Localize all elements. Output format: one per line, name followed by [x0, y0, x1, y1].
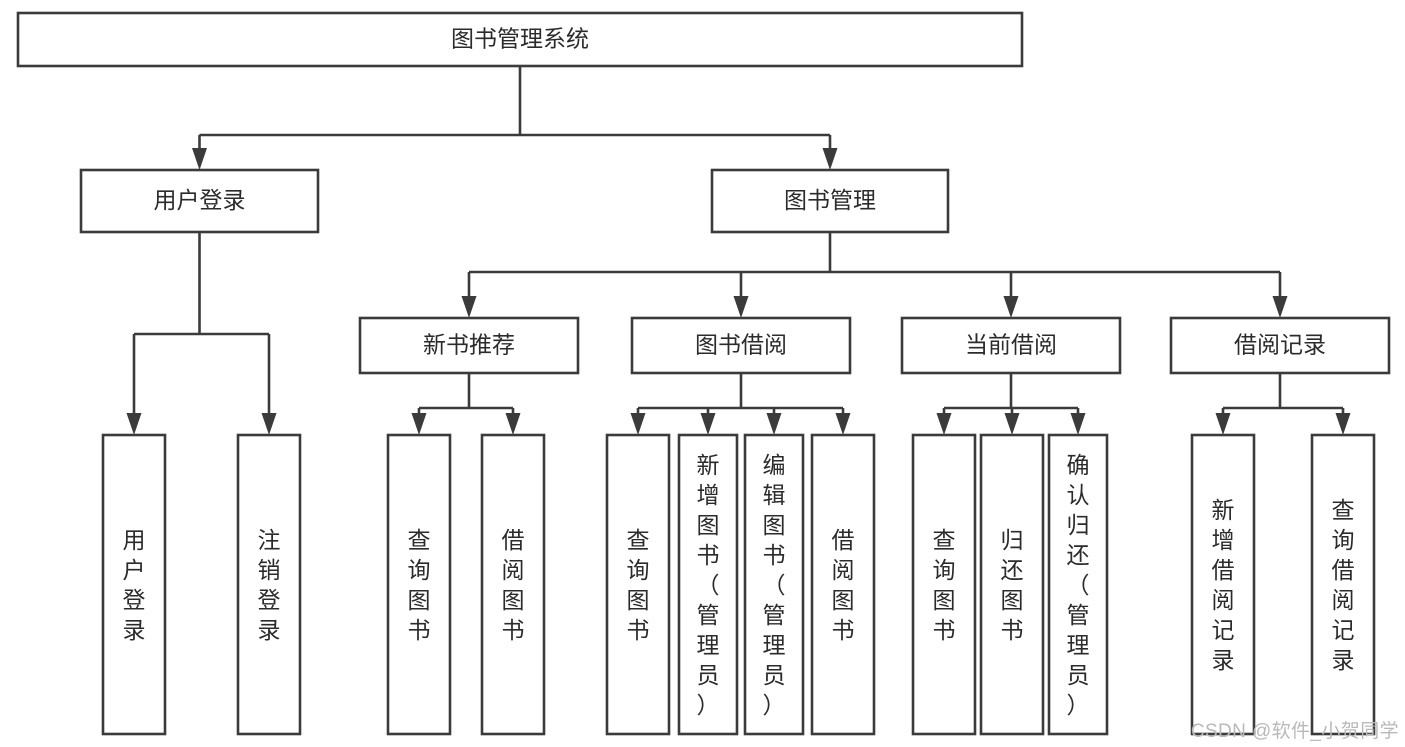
- node-book-borrow[interactable]: 图书借阅: [630, 316, 852, 375]
- node-label-leaf-return-book: 归还图书: [1001, 527, 1024, 643]
- node-box-leaf-borrow-book-rec: [480, 433, 546, 736]
- node-leaf-borrow-book[interactable]: 借阅图书: [810, 433, 876, 736]
- node-leaf-query-book-rec[interactable]: 查询图书: [386, 433, 452, 736]
- csdn-watermark: CSDN @软件_小贺同学: [1190, 721, 1399, 742]
- node-box-user-login: [79, 168, 320, 234]
- node-leaf-query-record[interactable]: 查询借阅记录: [1310, 433, 1376, 736]
- arrow-head-leaf-borrow-book: [835, 413, 851, 435]
- arrow-head-leaf-borrow-book-rec: [505, 413, 521, 435]
- arrow-head-leaf-logout: [261, 413, 277, 435]
- node-leaf-user-login[interactable]: 用户登录: [101, 433, 167, 736]
- connectors-layer: [126, 66, 1351, 435]
- node-box-borrow-record: [1169, 316, 1391, 375]
- node-label-leaf-add-book: 新增图书（管理员）: [697, 452, 720, 718]
- node-box-root: [16, 11, 1024, 68]
- arrow-head-leaf-user-login: [126, 413, 142, 435]
- node-leaf-edit-book[interactable]: 编辑图书（管理员）: [743, 433, 805, 736]
- node-label-borrow-record: 借阅记录: [1234, 332, 1326, 358]
- node-leaf-confirm-return[interactable]: 确认归还（管理员）: [1047, 433, 1109, 736]
- node-user-login[interactable]: 用户登录: [79, 168, 320, 234]
- arrow-head-leaf-confirm-return: [1070, 413, 1086, 435]
- node-box-leaf-query-book-cur: [911, 433, 977, 736]
- node-label-leaf-borrow-book: 借阅图书: [832, 527, 855, 643]
- node-box-leaf-user-login: [101, 433, 167, 736]
- nodes-layer: 图书管理系统用户登录图书管理新书推荐图书借阅当前借阅借阅记录用户登录注销登录查询…: [16, 11, 1391, 736]
- node-label-book-manage: 图书管理: [784, 187, 876, 213]
- node-box-leaf-query-book-borrow: [605, 433, 671, 736]
- node-box-book-manage: [710, 168, 950, 234]
- node-box-current-borrow: [900, 316, 1122, 375]
- arrow-head-borrow-record: [1272, 296, 1288, 318]
- node-label-leaf-confirm-return: 确认归还（管理员）: [1067, 452, 1090, 718]
- arrow-head-leaf-query-book-cur: [936, 413, 952, 435]
- node-box-leaf-borrow-book: [810, 433, 876, 736]
- node-leaf-add-record[interactable]: 新增借阅记录: [1190, 433, 1256, 736]
- node-leaf-query-book-cur[interactable]: 查询图书: [911, 433, 977, 736]
- node-leaf-borrow-book-rec[interactable]: 借阅图书: [480, 433, 546, 736]
- node-box-leaf-return-book: [979, 433, 1045, 736]
- node-label-leaf-query-book-borrow: 查询图书: [627, 527, 650, 643]
- node-label-leaf-add-record: 新增借阅记录: [1212, 497, 1235, 673]
- arrow-head-user-login: [192, 148, 207, 170]
- node-box-leaf-add-record: [1190, 433, 1256, 736]
- arrow-head-book-manage: [822, 148, 838, 170]
- arrow-head-leaf-query-record: [1335, 413, 1351, 435]
- node-label-new-book-rec: 新书推荐: [423, 332, 515, 358]
- arrow-head-leaf-edit-book: [766, 413, 782, 435]
- arrow-head-leaf-query-book-borrow: [630, 413, 646, 435]
- node-leaf-query-book-borrow[interactable]: 查询图书: [605, 433, 671, 736]
- node-label-leaf-borrow-book-rec: 借阅图书: [502, 527, 525, 643]
- node-label-leaf-logout: 注销登录: [258, 527, 281, 643]
- arrow-head-new-book-rec: [461, 296, 477, 318]
- node-book-manage[interactable]: 图书管理: [710, 168, 950, 234]
- node-box-leaf-edit-book: [743, 433, 805, 736]
- node-label-book-borrow: 图书借阅: [695, 332, 787, 358]
- arrow-head-leaf-return-book: [1004, 413, 1020, 435]
- node-box-leaf-logout: [236, 433, 302, 736]
- node-box-leaf-confirm-return: [1047, 433, 1109, 736]
- node-box-new-book-rec: [358, 316, 580, 375]
- node-leaf-add-book[interactable]: 新增图书（管理员）: [677, 433, 739, 736]
- node-new-book-rec[interactable]: 新书推荐: [358, 316, 580, 375]
- node-label-leaf-query-record: 查询借阅记录: [1332, 497, 1355, 673]
- node-current-borrow[interactable]: 当前借阅: [900, 316, 1122, 375]
- node-box-leaf-add-book: [677, 433, 739, 736]
- node-leaf-return-book[interactable]: 归还图书: [979, 433, 1045, 736]
- arrow-head-leaf-add-book: [700, 413, 716, 435]
- arrow-head-current-borrow: [1003, 296, 1019, 318]
- node-label-leaf-query-book-cur: 查询图书: [933, 527, 956, 643]
- node-label-leaf-query-book-rec: 查询图书: [408, 527, 431, 643]
- node-box-leaf-query-book-rec: [386, 433, 452, 736]
- node-box-book-borrow: [630, 316, 852, 375]
- node-label-current-borrow: 当前借阅: [965, 332, 1057, 358]
- arrow-head-leaf-query-book-rec: [411, 413, 427, 435]
- node-label-leaf-user-login: 用户登录: [123, 527, 146, 643]
- node-label-root: 图书管理系统: [451, 26, 589, 52]
- node-borrow-record[interactable]: 借阅记录: [1169, 316, 1391, 375]
- node-root[interactable]: 图书管理系统: [16, 11, 1024, 68]
- node-label-user-login: 用户登录: [154, 187, 246, 213]
- node-box-leaf-query-record: [1310, 433, 1376, 736]
- arrow-head-book-borrow: [733, 296, 749, 318]
- arrow-head-leaf-add-record: [1215, 413, 1231, 435]
- node-label-leaf-edit-book: 编辑图书（管理员）: [763, 452, 786, 718]
- node-leaf-logout[interactable]: 注销登录: [236, 433, 302, 736]
